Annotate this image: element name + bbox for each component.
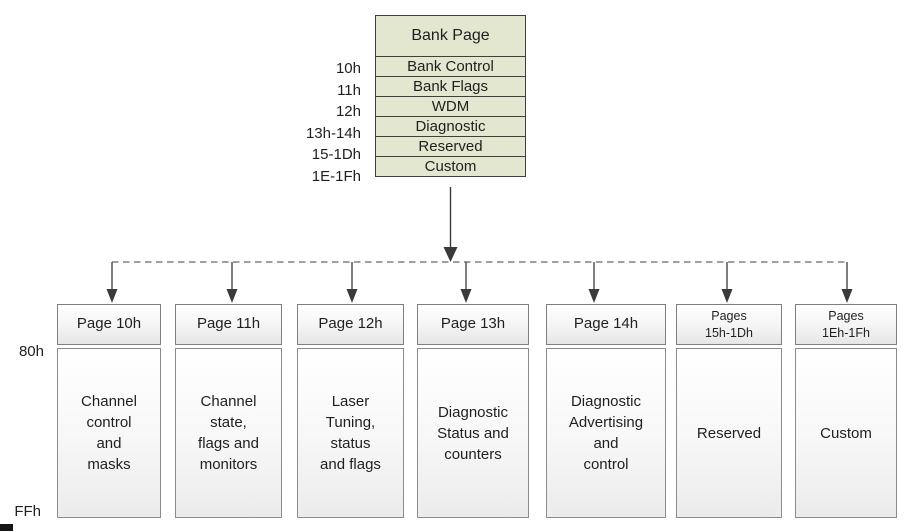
page-box-title: Page 12h — [297, 304, 404, 345]
page-box-10h: Page 10h Channel control and masks — [57, 304, 161, 518]
page-box-12h: Page 12h Laser Tuning, status and flags — [297, 304, 404, 518]
corner-artifact — [0, 524, 13, 531]
bank-table-row: Diagnostic — [376, 116, 525, 136]
bank-table-row: Bank Control — [376, 56, 525, 76]
bank-table-offsets: 10h 11h 12h 13h-14h 15-1Dh 1E-1Fh — [230, 58, 368, 187]
page-box-body: Diagnostic Status and counters — [417, 348, 529, 518]
row-offset-label: 10h — [335, 60, 361, 77]
page-box-body: Laser Tuning, status and flags — [297, 348, 404, 518]
bank-table-row: Reserved — [376, 136, 525, 156]
row-offset-label: 11h — [337, 81, 361, 99]
page-box-15h-1dh: Pages 15h-1Dh Reserved — [676, 304, 782, 518]
page-box-body: Reserved — [676, 348, 782, 518]
main-arrow-head — [443, 247, 458, 262]
page-box-title: Page 10h — [57, 304, 161, 345]
bank-page-header: Bank Page — [376, 16, 525, 56]
page-box-title: Page 13h — [417, 304, 529, 345]
address-start-label: 80h — [18, 343, 44, 360]
page-box-body: Diagnostic Advertising and control — [546, 348, 666, 518]
bank-table-row: Bank Flags — [376, 76, 525, 96]
bank-table-row: WDM — [376, 96, 525, 116]
bank-page-table: Bank Page Bank Control Bank Flags WDM Di… — [375, 15, 526, 177]
row-offset-label: 1E-1Fh — [311, 167, 361, 185]
row-offset-label: 15-1Dh — [311, 146, 361, 163]
page-box-body: Custom — [795, 348, 897, 518]
page-box-title: Page 11h — [175, 304, 282, 345]
bank-table-row: Custom — [376, 156, 525, 176]
page-box-title: Page 14h — [546, 304, 666, 345]
row-offset-label: 13h-14h — [305, 124, 361, 142]
page-box-14h: Page 14h Diagnostic Advertising and cont… — [546, 304, 666, 518]
page-box-title: Pages 1Eh-1Fh — [795, 304, 897, 345]
page-box-body: Channel control and masks — [57, 348, 161, 518]
address-end-label: FFh — [14, 503, 41, 520]
page-box-1eh-1fh: Pages 1Eh-1Fh Custom — [795, 304, 897, 518]
drop-arrows — [106, 262, 853, 303]
page-box-11h: Page 11h Channel state, flags and monito… — [175, 304, 282, 518]
row-offset-label: 12h — [335, 103, 361, 120]
page-box-title: Pages 15h-1Dh — [676, 304, 782, 345]
page-box-13h: Page 13h Diagnostic Status and counters — [417, 304, 529, 518]
page-box-body: Channel state, flags and monitors — [175, 348, 282, 518]
